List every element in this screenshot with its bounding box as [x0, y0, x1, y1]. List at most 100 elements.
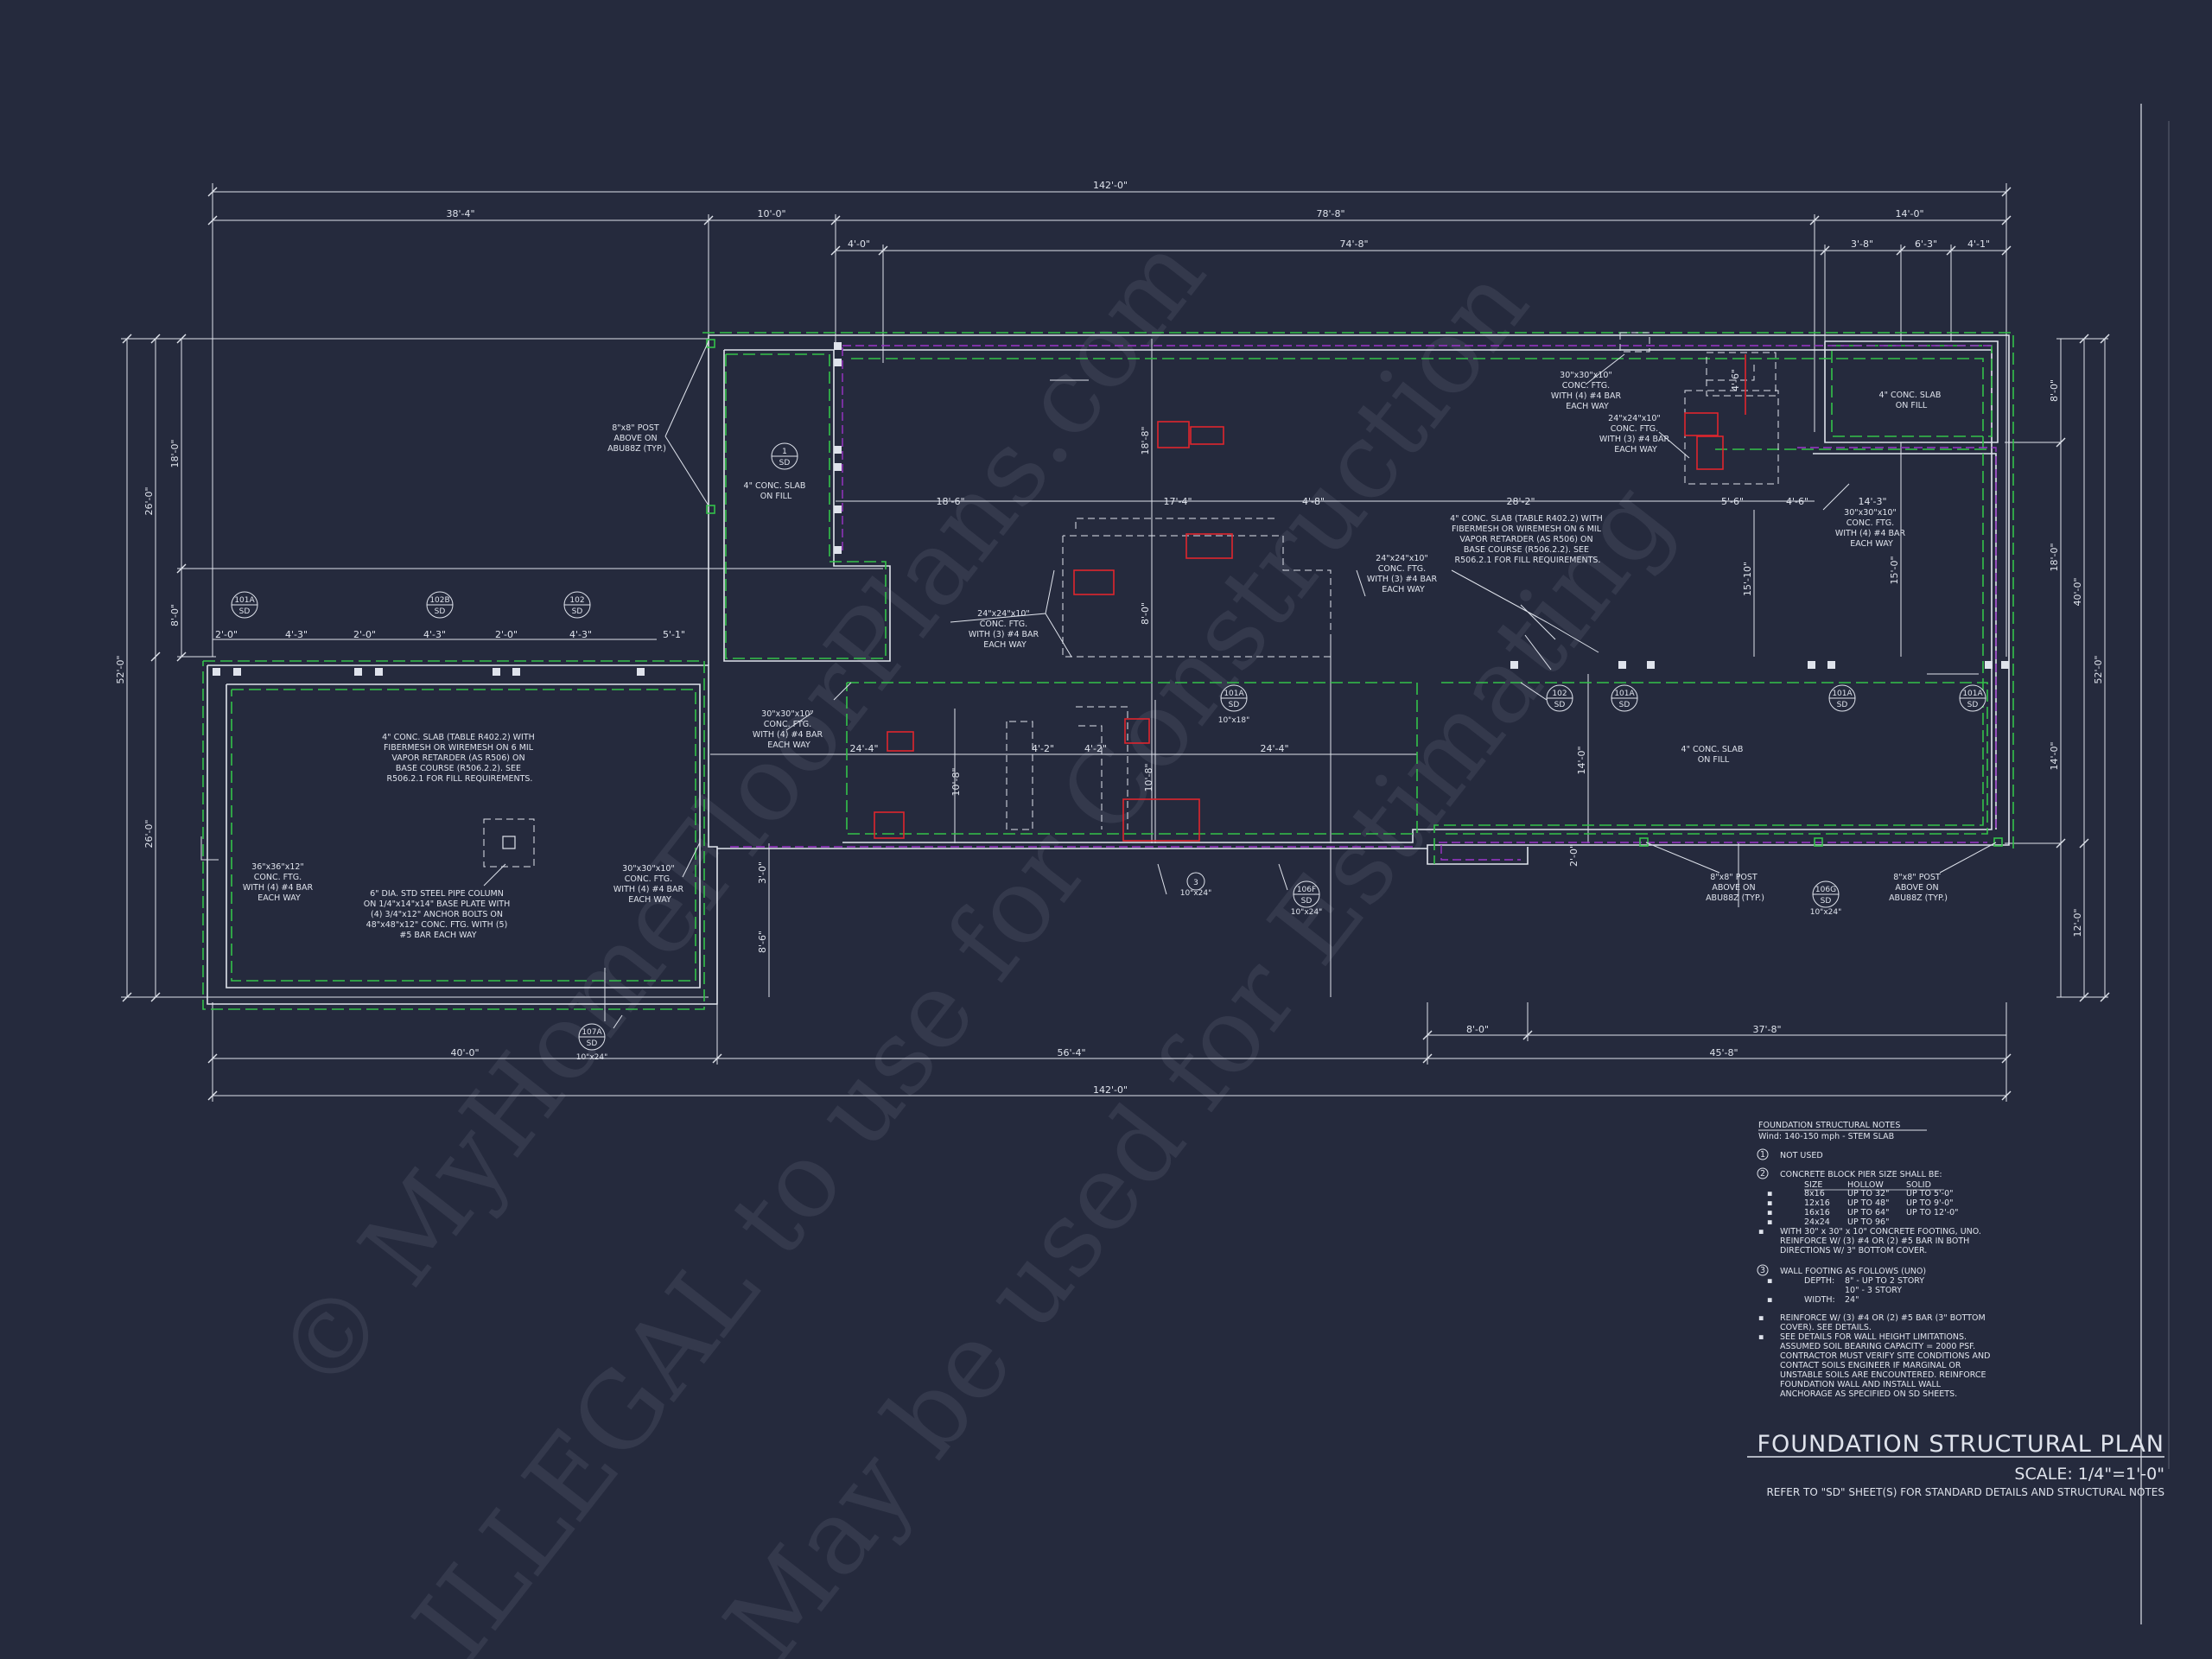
- bullet-icon: ▪: [1767, 1295, 1772, 1305]
- note-ftg-30-d: 30"x30"x10" CONC. FTG. WITH (4) #4 BAR E…: [1835, 508, 1908, 549]
- note-ftg-36: 36"x36"x12" CONC. FTG. WITH (4) #4 BAR E…: [243, 862, 315, 903]
- tag-sheet: SD: [587, 1039, 598, 1048]
- drawing-reference-note: REFER TO "SD" SHEET(S) FOR STANDARD DETA…: [1766, 1486, 2164, 1498]
- tag-number: 101A: [1832, 690, 1853, 698]
- post-markers-green: [706, 339, 2003, 847]
- dim-inner-c: 4'-8": [1302, 496, 1325, 507]
- pier-row-size: 12x16: [1804, 1198, 1830, 1208]
- pier-row-solid: UP TO 12'-0": [1906, 1208, 1959, 1217]
- note-3-number: 3: [1760, 1266, 1765, 1275]
- dim-top-left: 38'-4": [446, 208, 474, 219]
- tag-number: 106F: [1297, 886, 1316, 894]
- detail-tag: 1SD: [771, 442, 798, 470]
- dim-top2-c: 3'-8": [1851, 238, 1873, 250]
- tag-size: 10"x24": [1291, 908, 1323, 917]
- dim-garage-c: 2'-0": [353, 629, 376, 640]
- note-3b: REINFORCE W/ (3) #4 OR (2) #5 BAR (3" BO…: [1780, 1313, 1988, 1332]
- note-pipe-column: 6" DIA. STD STEEL PIPE COLUMN ON 1/4"x14…: [364, 889, 513, 940]
- post-markers: [213, 342, 2009, 676]
- dim-top-mid: 10'-0": [757, 208, 785, 219]
- dim-garage-d: 4'-3": [423, 629, 446, 640]
- dim-v4: 15'-10": [1742, 562, 1753, 596]
- dim-top2-e: 4'-1": [1967, 238, 1990, 250]
- tag-size: 10"x24": [1180, 889, 1212, 898]
- bullet-icon: ▪: [1758, 1227, 1764, 1236]
- note-main-slab: 4" CONC. SLAB (TABLE R402.2) WITH FIBERM…: [1450, 514, 1605, 565]
- dim-left-a: 26'-0": [143, 486, 155, 515]
- note-post-bottom-b: 8"x8" POST ABOVE ON ABU88Z (TYP.): [1889, 873, 1948, 903]
- note-post-bottom-a: 8"x8" POST ABOVE ON ABU88Z (TYP.): [1706, 873, 1764, 903]
- width-label: WIDTH:: [1804, 1295, 1835, 1305]
- tag-sheet: SD: [1821, 897, 1832, 906]
- dim-mid-a: 24'-4": [849, 743, 878, 754]
- note-1-number: 1: [1760, 1150, 1765, 1160]
- foundation-walls: [207, 334, 2010, 1005]
- detail-tag: 3: [1186, 872, 1205, 891]
- pier-table-head-hollow: HOLLOW: [1847, 1180, 1884, 1190]
- dim-mid-d: 24'-4": [1260, 743, 1288, 754]
- tag-number: 102: [1552, 690, 1567, 698]
- tag-number: 101A: [234, 596, 255, 605]
- dim-left-b: 26'-0": [143, 819, 155, 848]
- note-slab-fill-c: 4" CONC. SLAB ON FILL: [1681, 745, 1746, 765]
- tag-sheet: SD: [435, 607, 446, 616]
- dim-garage-a: 2'-0": [215, 629, 238, 640]
- tag-number: 102: [569, 596, 584, 605]
- pipe-column-plate: [502, 836, 516, 849]
- detail-tag: 106F SD: [1293, 880, 1320, 908]
- note-ftg-24-b: 24"x24"x10" CONC. FTG. WITH (3) #4 BAR E…: [1367, 554, 1440, 594]
- note-slab-fill-a: 4" CONC. SLAB ON FILL: [744, 481, 809, 501]
- depth-value-2: 10" - 3 STORY: [1845, 1286, 1902, 1295]
- dim-v11: 10'-8": [950, 767, 962, 796]
- dim-bottom-r2: 37'-8": [1752, 1024, 1781, 1035]
- dim-inner-a: 18'-6": [936, 496, 964, 507]
- tag-number: 3: [1193, 879, 1198, 887]
- width-value: 24": [1845, 1295, 1859, 1305]
- dim-right-b: 12'-0": [2072, 908, 2083, 937]
- dim-v3: 10'-8": [1143, 763, 1154, 791]
- dim-bottom-overall: 142'-0": [1093, 1084, 1128, 1096]
- note-ftg-30-b: 30"x30"x10" CONC. FTG. WITH (4) #4 BAR E…: [753, 709, 825, 750]
- note-2-number: 2: [1760, 1169, 1765, 1179]
- tag-sheet: SD: [1301, 897, 1313, 906]
- dim-top-overall: 142'-0": [1093, 180, 1128, 191]
- bullet-icon: ▪: [1767, 1208, 1772, 1217]
- dim-right-e: 14'-0": [2049, 741, 2060, 770]
- pier-row-hollow: UP TO 64": [1847, 1208, 1889, 1217]
- note-post-top-left: 8"x8" POST ABOVE ON ABU88Z (TYP.): [607, 423, 666, 454]
- title-block: FOUNDATION STRUCTURAL PLAN SCALE: 1/4"=1…: [1747, 1431, 2164, 1498]
- tag-sheet: SD: [1837, 701, 1848, 709]
- dim-left-overall: 52'-0": [115, 655, 126, 683]
- dim-top2-a: 4'-0": [848, 238, 870, 250]
- leader-lines: [200, 340, 1997, 1029]
- tag-sheet: SD: [1554, 701, 1566, 709]
- dim-right-overall: 52'-0": [2093, 655, 2104, 683]
- dim-garage-g: 5'-1": [663, 629, 685, 640]
- dim-v1: 18'-8": [1140, 426, 1151, 454]
- dim-v5: 15'-0": [1889, 556, 1900, 584]
- dim-v9: 2'-0": [1568, 844, 1580, 867]
- pipe-column-footing: [483, 818, 535, 868]
- dim-top2-b: 74'-8": [1339, 238, 1368, 250]
- dimension-lines: [121, 183, 2108, 1102]
- note-ftg-30-c: 30"x30"x10" CONC. FTG. WITH (4) #4 BAR E…: [1551, 371, 1624, 411]
- dimension-ticks: [122, 187, 2110, 1101]
- dim-bottom-a: 40'-0": [450, 1047, 479, 1058]
- pier-row-size: 24x24: [1804, 1217, 1830, 1227]
- dim-top2-d: 6'-3": [1915, 238, 1937, 250]
- pier-table-head-solid: SOLID: [1906, 1180, 1931, 1190]
- dim-v7: 8'-6": [757, 931, 768, 953]
- bullet-icon: ▪: [1767, 1217, 1772, 1227]
- note-1: NOT USED: [1780, 1151, 1823, 1160]
- note-ftg-30-a: 30"x30"x10" CONC. FTG. WITH (4) #4 BAR E…: [613, 864, 686, 905]
- tag-number: 106G: [1815, 886, 1836, 894]
- bullet-icon: ▪: [1767, 1276, 1772, 1286]
- dim-garage-f: 4'-3": [569, 629, 592, 640]
